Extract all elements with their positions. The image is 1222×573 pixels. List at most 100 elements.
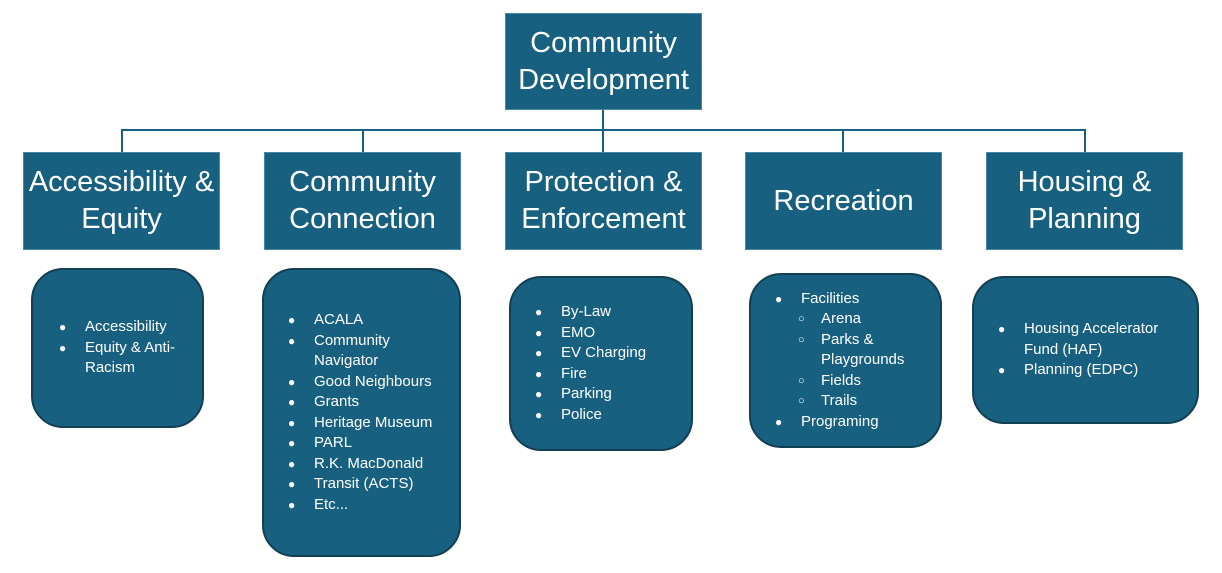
item-list: ● ACALA ● Community Navigator ● Good Neighbou… [288,310,451,515]
item-list: ● By-Law ● EMO ● EV Charging ● Fire ●Parking ● Pol… [535,302,646,425]
department-title: Protection & Enforcement [521,166,686,235]
list-item: ● By-Law [535,302,646,323]
item-list: ● Accessibility ● Equity & Anti-Racism [59,317,194,379]
item-list: ●Housing Accelerator Fund (HAF) ● Planning… [998,319,1189,381]
item-label: Etc... [314,495,349,513]
sub-list-item: ○ Fields [775,371,932,392]
bullet-icon: ● [288,374,296,389]
department-title: Recreation [773,184,914,217]
item-label: By-Law [561,303,612,320]
department-details-protection-enforcement: ● By-Law ● EMO ● EV Charging ● Fire ●Parking ● Pol… [509,276,693,451]
sub-item-label: Parks & Playgrounds [821,330,905,369]
list-item: ● Grants [288,392,451,413]
bullet-icon: ● [998,363,1006,378]
list-item: ● Good Neighbours [288,372,451,393]
department-details-community-connection: ● ACALA ● Community Navigator ● Good Neighbou… [262,268,461,557]
item-label: Community Navigator [314,331,390,370]
bullet-icon: ● [288,395,296,409]
bullet-icon: ● [535,346,543,360]
department-title: Housing & Planning [1017,166,1152,235]
connector-line [362,129,364,152]
item-label: Fire [561,364,587,382]
list-item: ● R.K. MacDonald [288,454,451,475]
bullet-icon: ● [288,415,296,430]
item-label: Transit (ACTS) [314,475,414,492]
list-item: ● Programing [775,412,932,433]
list-item: ● Community Navigator [288,331,451,372]
circle-bullet-icon: ○ [798,333,805,346]
department-title: Community Connection [289,166,436,235]
list-item: ● Police [535,405,646,426]
list-item: ● EV Charging [535,343,646,364]
list-item: ● Equity & Anti-Racism [59,338,194,379]
item-label: EV Charging [561,344,647,361]
department-header-accessibility-equity: Accessibility & Equity [23,152,220,250]
circle-bullet-icon: ○ [798,313,805,326]
item-label: Parking [561,385,612,402]
sub-item-label: Arena [821,310,862,328]
item-label: PARL [314,434,353,451]
list-item: ● ACALA [288,310,451,331]
connector-line [1084,129,1086,152]
bullet-icon: ● [775,414,783,429]
department-details-recreation: ● Facilities ○ Arena ○ Parks & Playgrounds ○ Fi… [749,273,942,448]
list-item: ●Parking [535,384,646,405]
connector-line [602,129,604,152]
item-label: Housing Accelerator Fund (HAF) [1024,320,1159,358]
sub-list-item: ○ Trails [775,391,932,412]
bullet-icon: ● [59,320,67,335]
item-label: EMO [561,323,596,341]
sub-item-label: Fields [821,371,862,389]
item-label: Heritage Museum [314,413,433,431]
item-label: Good Neighbours [314,372,432,390]
bullet-icon: ● [775,291,783,306]
item-label: Facilities [801,289,860,307]
item-label: Police [561,405,602,423]
item-label: Equity & Anti-Racism [85,338,176,377]
list-item: ● Fire [535,364,646,385]
bullet-icon: ● [535,366,543,381]
list-item: ● Transit (ACTS) [288,474,451,495]
list-item: ● Accessibility [59,317,194,338]
item-label: ACALA [314,311,364,328]
list-item: ● Facilities [775,289,932,310]
bullet-icon: ● [59,340,67,355]
list-item: ● Heritage Museum [288,413,451,434]
item-label: Accessibility [85,318,167,336]
sub-list-item: ○ Parks & Playgrounds [775,330,932,371]
connector-line [602,110,604,131]
bullet-icon: ● [288,436,296,450]
bullet-icon: ● [288,477,296,491]
item-label: Grants [314,393,360,410]
root-box: Community Development [505,13,702,110]
list-item: ● EMO [535,323,646,344]
bullet-icon: ● [288,456,296,471]
circle-bullet-icon: ○ [798,395,805,408]
list-item: ● Etc... [288,495,451,516]
connector-line [121,129,123,152]
department-header-recreation: Recreation [745,152,942,250]
item-label: Planning (EDPC) [1024,361,1139,379]
list-item: ●Housing Accelerator Fund (HAF) [998,319,1189,360]
department-details-housing-planning: ●Housing Accelerator Fund (HAF) ● Planning… [972,276,1199,424]
department-header-community-connection: Community Connection [264,152,461,250]
bullet-icon: ● [535,305,543,319]
item-list: ● Facilities ○ Arena ○ Parks & Playgrounds ○ Fi… [775,289,932,433]
bullet-icon: ● [288,313,296,327]
item-label: Programing [801,412,879,430]
list-item: ● Planning (EDPC) [998,360,1189,381]
department-details-accessibility-equity: ● Accessibility ● Equity & Anti-Racism [31,268,204,428]
department-header-housing-planning: Housing & Planning [986,152,1183,250]
department-header-protection-enforcement: Protection & Enforcement [505,152,702,250]
bullet-icon: ● [288,497,296,512]
circle-bullet-icon: ○ [798,374,805,387]
bullet-icon: ● [535,407,543,422]
item-label: R.K. MacDonald [314,454,424,472]
sub-list-item: ○ Arena [775,309,932,330]
list-item: ● PARL [288,433,451,454]
connector-line [842,129,844,152]
sub-item-label: Trails [821,392,858,410]
bullet-icon: ● [288,333,296,348]
bullet-icon: ● [535,325,543,340]
department-title: Accessibility & Equity [28,166,215,235]
